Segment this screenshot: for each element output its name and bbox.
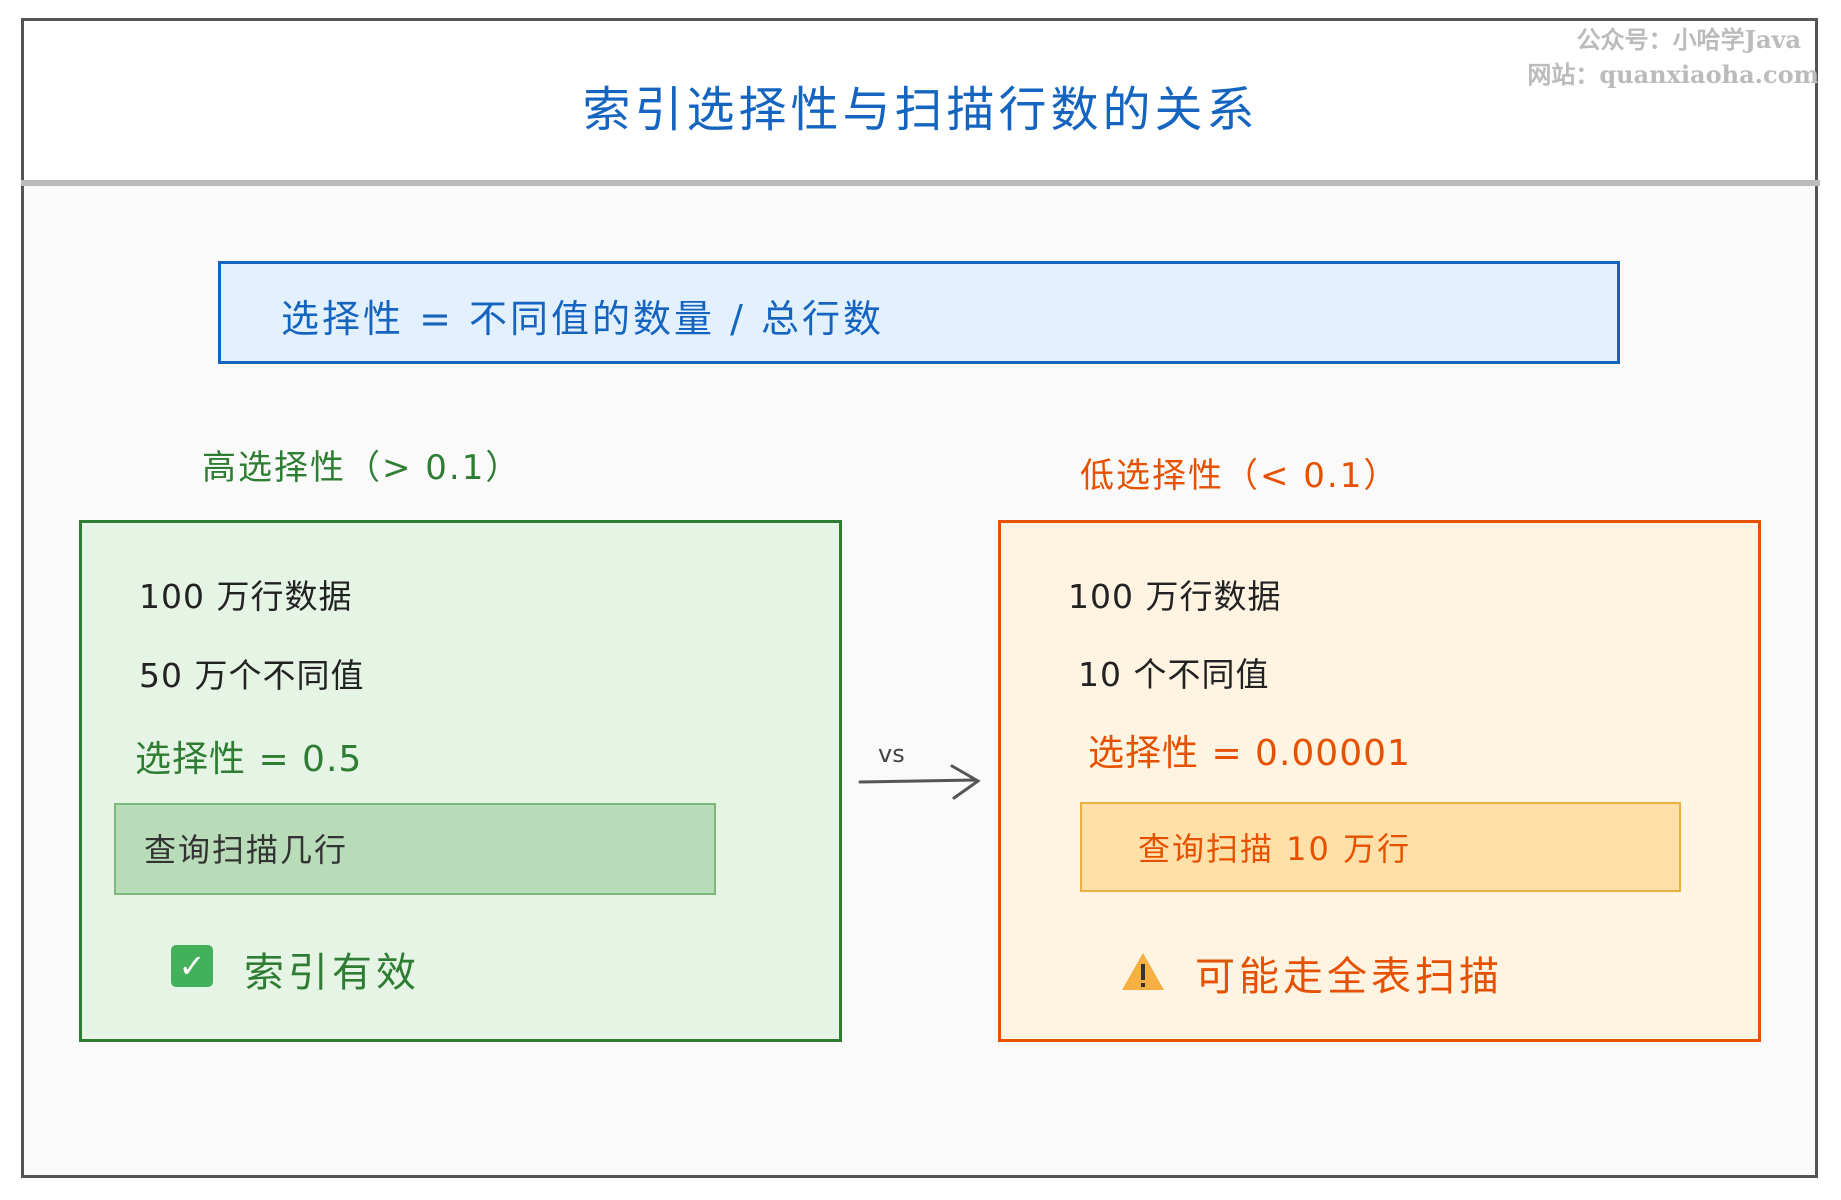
diagram-title: 索引选择性与扫描行数的关系 — [582, 82, 1259, 138]
low-scan-bar: 查询扫描 10 万行 — [1080, 802, 1681, 892]
arrow-icon — [858, 764, 981, 800]
check-icon: ✓ — [171, 945, 213, 987]
watermark-line2: 网站：quanxiaoha.com — [1527, 60, 1819, 89]
formula-text: 选择性 = 不同值的数量 / 总行数 — [281, 297, 884, 341]
low-distinct: 10 个不同值 — [1078, 655, 1270, 694]
low-selectivity-value: 选择性 = 0.00001 — [1088, 733, 1411, 774]
high-selectivity-heading: 高选择性（> 0.1） — [202, 448, 522, 488]
low-rows: 100 万行数据 — [1068, 577, 1282, 616]
vs-label: vs — [878, 740, 905, 768]
header — [24, 21, 1815, 182]
warning-icon — [1122, 953, 1164, 990]
high-selectivity-value: 选择性 = 0.5 — [135, 739, 363, 780]
low-result: 可能走全表扫描 — [1195, 954, 1503, 1000]
low-selectivity-heading: 低选择性（< 0.1） — [1080, 456, 1400, 496]
formula-box: 选择性 = 不同值的数量 / 总行数 — [218, 261, 1620, 364]
low-selectivity-box — [998, 520, 1761, 1042]
watermark-line1: 公众号：小哈学Java — [1576, 25, 1801, 54]
high-rows: 100 万行数据 — [139, 577, 353, 616]
high-scan-bar: 查询扫描几行 — [114, 803, 716, 895]
high-result: 索引有效 — [244, 950, 420, 996]
header-divider — [21, 180, 1820, 186]
high-distinct: 50 万个不同值 — [139, 656, 365, 695]
